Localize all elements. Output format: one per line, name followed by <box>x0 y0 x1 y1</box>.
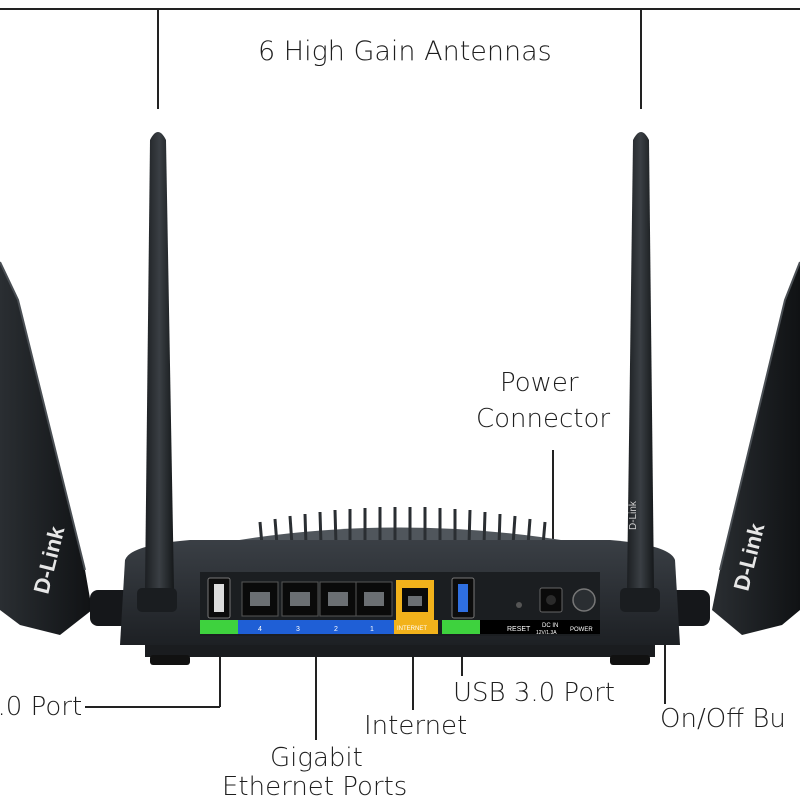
right-wide-antenna: D-Link <box>712 261 800 635</box>
right-tall-antenna-logo: D-Link <box>628 500 639 530</box>
lan-port-label-1: 1 <box>370 626 374 633</box>
power-connector-callout-line1: Power <box>500 368 579 398</box>
dc-in-label: DC IN <box>542 623 558 629</box>
gigabit-callout-line1: Gigabit <box>270 743 363 773</box>
usb2-port-callout: 2.0 Port <box>0 692 83 722</box>
gigabit-callout-line2: Ethernet Ports <box>222 772 408 802</box>
reset-label: RESET <box>507 626 531 633</box>
dc-rating-label: 12V/1.3A <box>536 630 557 636</box>
usb3-port-callout: USB 3.0 Port <box>453 678 615 708</box>
antennas-callout: 6 High Gain Antennas <box>258 36 552 67</box>
lan-port-label-3: 3 <box>296 626 300 633</box>
internet-port-label: INTERNET <box>397 626 427 632</box>
lan-port-label-2: 2 <box>334 626 338 633</box>
left-tall-antenna <box>137 132 177 612</box>
right-tall-antenna: D-Link <box>620 132 660 612</box>
power-label: POWER <box>570 627 593 633</box>
rear-port-panel: 4 3 2 1 INTERNET RESET DC IN 12V/1.3A PO… <box>200 572 600 636</box>
left-wide-antenna: D-Link <box>0 261 92 635</box>
onoff-button-callout: On/Off Bu <box>660 704 786 734</box>
lan-port-label-4: 4 <box>258 626 262 633</box>
power-connector-callout-line2: Connector <box>476 404 611 434</box>
internet-callout: Internet <box>364 711 468 741</box>
